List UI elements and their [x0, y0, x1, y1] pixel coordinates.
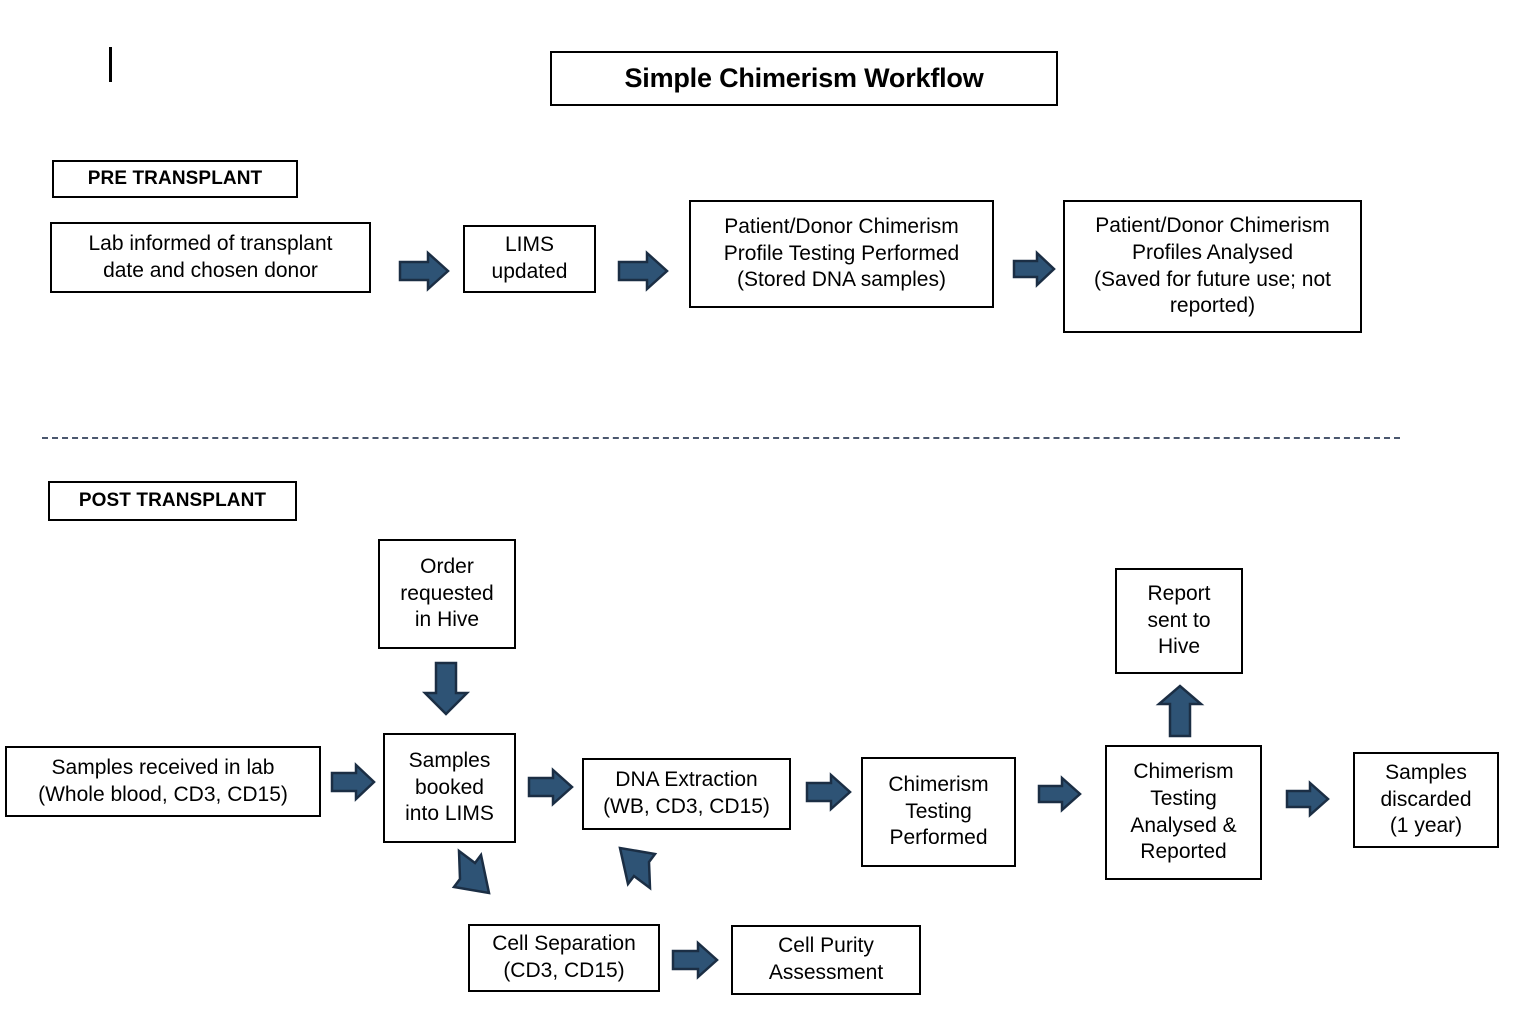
arrow-dna-to-testing	[805, 772, 852, 812]
node-profile-testing[interactable]: Patient/Donor Chimerism Profile Testing …	[689, 200, 994, 308]
node-cell-separation[interactable]: Cell Separation (CD3, CD15)	[468, 924, 660, 992]
arrow-testing-to-analysed	[1037, 775, 1082, 813]
node-samples-discarded[interactable]: Samples discarded (1 year)	[1353, 752, 1499, 848]
arrow-booked-to-cellsep	[449, 848, 511, 911]
arrow-analysed-to-discarded	[1285, 780, 1330, 818]
node-lab-informed[interactable]: Lab informed of transplant date and chos…	[50, 222, 371, 293]
page-title: Simple Chimerism Workflow	[550, 51, 1058, 106]
arrow-analysed-to-report	[1155, 684, 1205, 738]
arrow-lab-to-lims	[398, 250, 450, 292]
arrow-order-to-booked	[421, 661, 471, 716]
node-chimerism-testing[interactable]: Chimerism Testing Performed	[861, 757, 1016, 867]
section-divider	[42, 437, 1400, 439]
arrow-cellsep-to-purity	[671, 940, 719, 980]
arrow-cellsep-to-dna	[610, 846, 672, 908]
node-lims-updated[interactable]: LIMS updated	[463, 225, 596, 293]
arrow-profile-to-analysed	[1012, 250, 1056, 288]
arrow-lims-to-profile	[617, 250, 669, 292]
node-samples-received[interactable]: Samples received in lab (Whole blood, CD…	[5, 746, 321, 817]
node-samples-booked[interactable]: Samples booked into LIMS	[383, 733, 516, 843]
section-label-pre-transplant: PRE TRANSPLANT	[52, 160, 298, 198]
node-order-requested[interactable]: Order requested in Hive	[378, 539, 516, 649]
node-chimerism-analysed[interactable]: Chimerism Testing Analysed & Reported	[1105, 745, 1262, 880]
node-profiles-analysed[interactable]: Patient/Donor Chimerism Profiles Analyse…	[1063, 200, 1362, 333]
text-cursor-mark	[109, 47, 112, 82]
arrow-booked-to-dna	[527, 767, 574, 807]
node-report-sent[interactable]: Report sent to Hive	[1115, 568, 1243, 674]
node-cell-purity[interactable]: Cell Purity Assessment	[731, 925, 921, 995]
node-dna-extraction[interactable]: DNA Extraction (WB, CD3, CD15)	[582, 758, 791, 830]
arrow-received-to-booked	[330, 762, 376, 802]
section-label-post-transplant: POST TRANSPLANT	[48, 481, 297, 521]
